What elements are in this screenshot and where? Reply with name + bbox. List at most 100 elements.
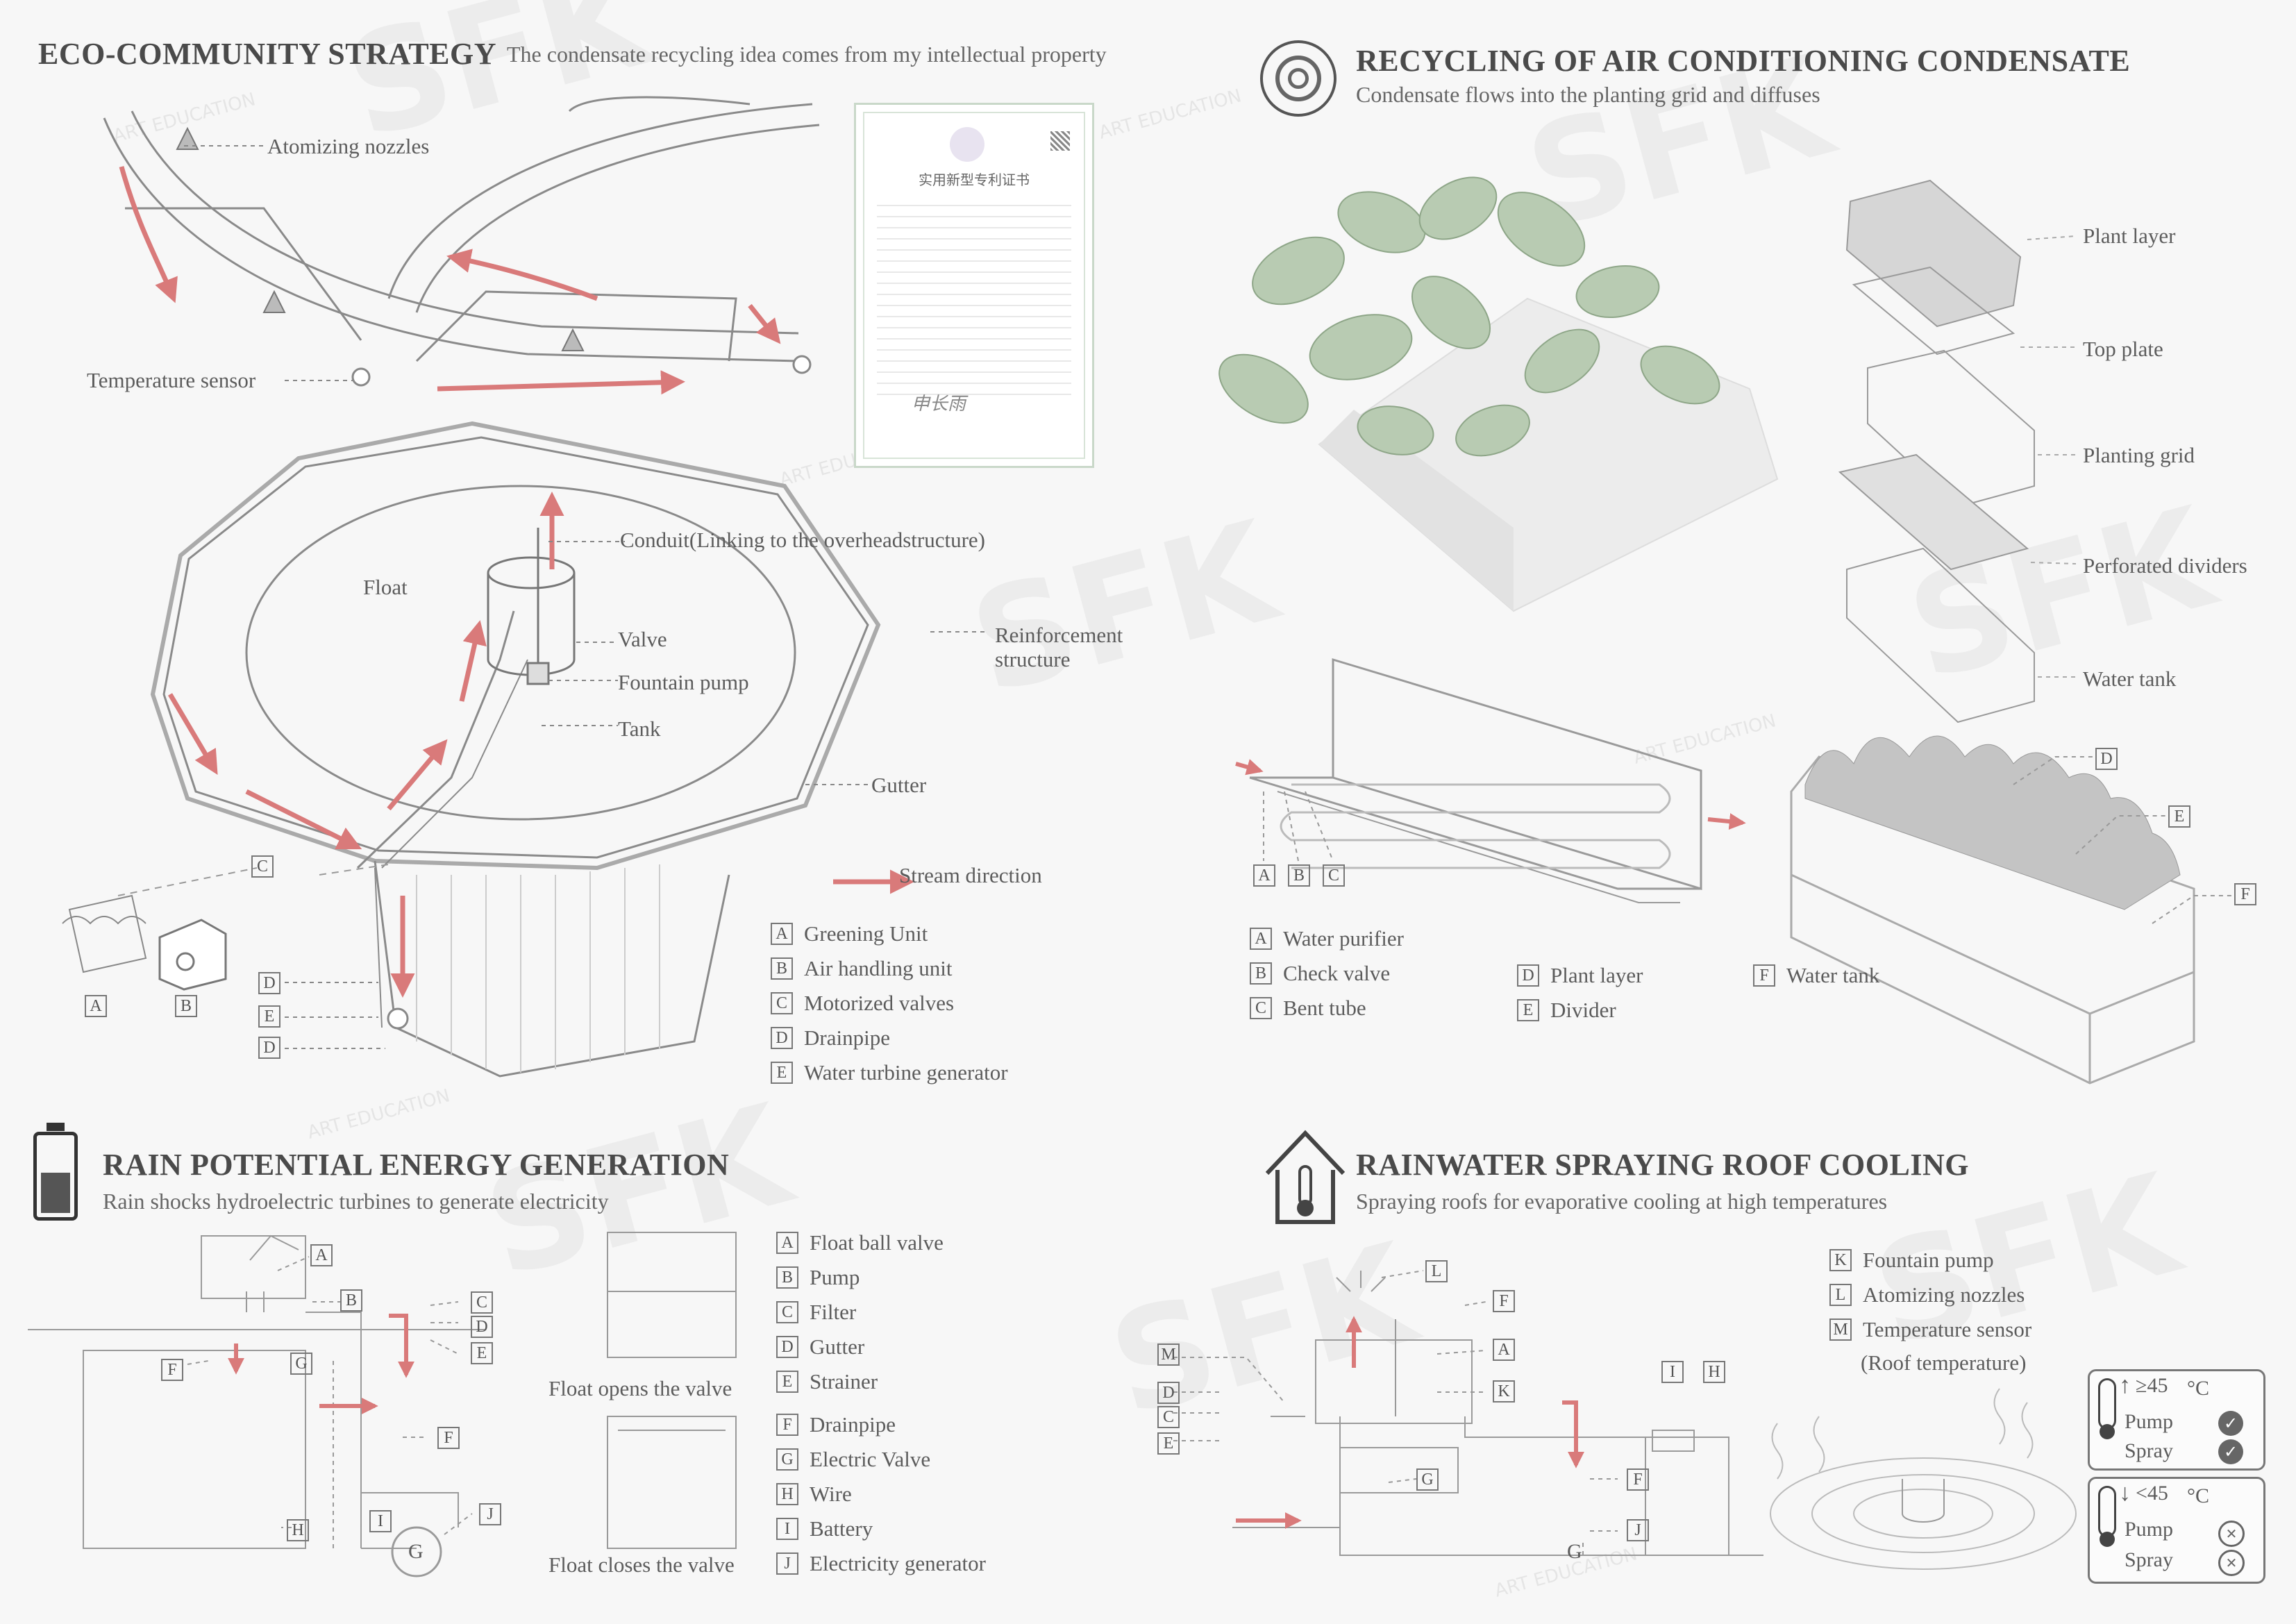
generator-symbol: G <box>408 1540 424 1563</box>
section-title-recycle: RECYCLING OF AIR CONDITIONING CONDENSATE <box>1356 44 2131 78</box>
flow-arrow <box>119 166 781 395</box>
legend-label: Filter <box>810 1300 857 1324</box>
status-card-high: ↑ ≥45 °C Pump Spray ✓ ✓ <box>2088 1369 2265 1471</box>
tag-m: M <box>1157 1343 1180 1366</box>
greening-unit-icon <box>62 894 147 973</box>
arrow-up-icon: ↑ <box>2119 1373 2131 1398</box>
legend-key: A <box>1250 928 1272 950</box>
tag-d: D <box>2095 748 2118 770</box>
tag-e: E <box>2168 805 2190 828</box>
legend-key: D <box>776 1336 798 1358</box>
generator-symbol: G <box>1567 1540 1582 1563</box>
tag-a: A <box>1493 1339 1515 1361</box>
tag-d: D <box>1157 1382 1180 1404</box>
planter-box <box>1790 755 2195 1085</box>
tag-h: H <box>287 1519 309 1541</box>
tag-a: A <box>1253 864 1275 887</box>
tag-f: F <box>161 1359 183 1381</box>
thermometer-bulb <box>2100 1532 2115 1547</box>
tag-f: F <box>1493 1290 1515 1312</box>
pipe-network <box>103 96 820 362</box>
tag-j: J <box>1627 1519 1649 1541</box>
legend-label: Motorized valves <box>804 991 955 1015</box>
section-subtitle-roof: Spraying roofs for evaporative cooling a… <box>1356 1189 1888 1214</box>
battery-icon <box>33 1123 78 1221</box>
thermometer-icon <box>2098 1378 2116 1430</box>
house-thermometer-icon <box>1260 1125 1350 1229</box>
tag-f: F <box>437 1427 460 1449</box>
tag-j: J <box>479 1503 501 1525</box>
legend-key: G <box>776 1448 798 1471</box>
temp-unit: °C <box>2187 1377 2210 1400</box>
qr-code-icon <box>1050 131 1070 151</box>
section-subtitle-eco: The condensate recycling idea comes from… <box>507 42 1107 67</box>
tag-a: A <box>85 995 107 1017</box>
roof-cooling-illustration <box>1770 1388 2077 1570</box>
legend-label: Gutter <box>810 1334 865 1359</box>
tag-e: E <box>471 1342 493 1364</box>
certificate-title: 实用新型专利证书 <box>919 171 1030 188</box>
label-roof-temperature: (Roof temperature) <box>1861 1350 2027 1375</box>
label-atomizing-nozzles: Atomizing nozzles <box>267 134 430 158</box>
section-title-rain: RAIN POTENTIAL ENERGY GENERATION <box>103 1148 730 1182</box>
legend-key: D <box>771 1027 793 1049</box>
tag-c: C <box>471 1291 493 1314</box>
status-spray-label: Spray <box>2125 1439 2173 1462</box>
arrow-down-icon: ↓ <box>2119 1480 2131 1506</box>
spray-icon <box>1336 1271 1386 1292</box>
legend-label: Drainpipe <box>810 1412 896 1437</box>
legend-label: Water purifier <box>1283 926 1404 951</box>
fan-icon <box>1260 40 1336 117</box>
tag-c: C <box>251 855 274 878</box>
section-subtitle-rain: Rain shocks hydroelectric turbines to ge… <box>103 1189 609 1214</box>
legend-label: Strainer <box>810 1369 878 1393</box>
legend-key: M <box>1829 1319 1852 1341</box>
legend-label: Water turbine generator <box>804 1060 1008 1085</box>
certificate-signature: 申长雨 <box>912 394 966 414</box>
layer-label: Planting grid <box>2083 443 2195 467</box>
section-title-roof: RAINWATER SPRAYING ROOF COOLING <box>1356 1148 1969 1182</box>
plant-planter-illustration <box>1218 176 1779 612</box>
label-fountain-pump: Fountain pump <box>618 670 749 694</box>
label-valve: Valve <box>618 627 667 651</box>
tank-icon <box>487 528 576 685</box>
temp-threshold: ≥45 <box>2136 1374 2168 1397</box>
temp-threshold: <45 <box>2136 1482 2168 1505</box>
legend-label: Float ball valve <box>810 1230 944 1255</box>
legend-key: K <box>1829 1249 1852 1271</box>
layer-leader <box>2020 235 2077 678</box>
legend-key: A <box>776 1232 798 1254</box>
legend-key: E <box>1517 999 1539 1021</box>
layer-label: Plant layer <box>2083 224 2176 248</box>
legend-key: B <box>1250 962 1272 985</box>
legend-key: J <box>776 1552 798 1575</box>
legend-label: Divider <box>1550 998 1616 1022</box>
legend-key: A <box>771 923 793 945</box>
status-pump-label: Pump <box>2125 1518 2174 1541</box>
rain-schematic <box>28 1234 486 1577</box>
legend-label: Wire <box>810 1482 852 1506</box>
legend-label: Drainpipe <box>804 1026 890 1050</box>
layer-label: Water tank <box>2083 667 2177 691</box>
tag-e: E <box>1157 1432 1180 1455</box>
cross-icon: ✕ <box>2218 1550 2245 1576</box>
legend-key: I <box>776 1518 798 1540</box>
label-gutter: Gutter <box>871 773 927 797</box>
legend-key: D <box>1517 964 1539 987</box>
legend-label: Bent tube <box>1283 996 1366 1020</box>
label-structure: structure <box>995 647 1071 671</box>
roof-schematic <box>1232 1319 1763 1556</box>
collector-structure <box>150 421 881 1078</box>
status-pump-label: Pump <box>2125 1410 2174 1433</box>
exploded-layers <box>1838 179 2035 723</box>
tag-f: F <box>2234 883 2256 905</box>
tag-i: I <box>1661 1361 1684 1383</box>
legend-key: E <box>776 1371 798 1393</box>
section-subtitle-recycle: Condensate flows into the planting grid … <box>1356 82 1820 107</box>
flow-arrow <box>1235 759 1746 830</box>
legend-label: Greening Unit <box>804 921 928 946</box>
tag-c: C <box>1157 1406 1180 1428</box>
label-conduit: Conduit(Linking to the overheadstructure… <box>620 528 986 552</box>
